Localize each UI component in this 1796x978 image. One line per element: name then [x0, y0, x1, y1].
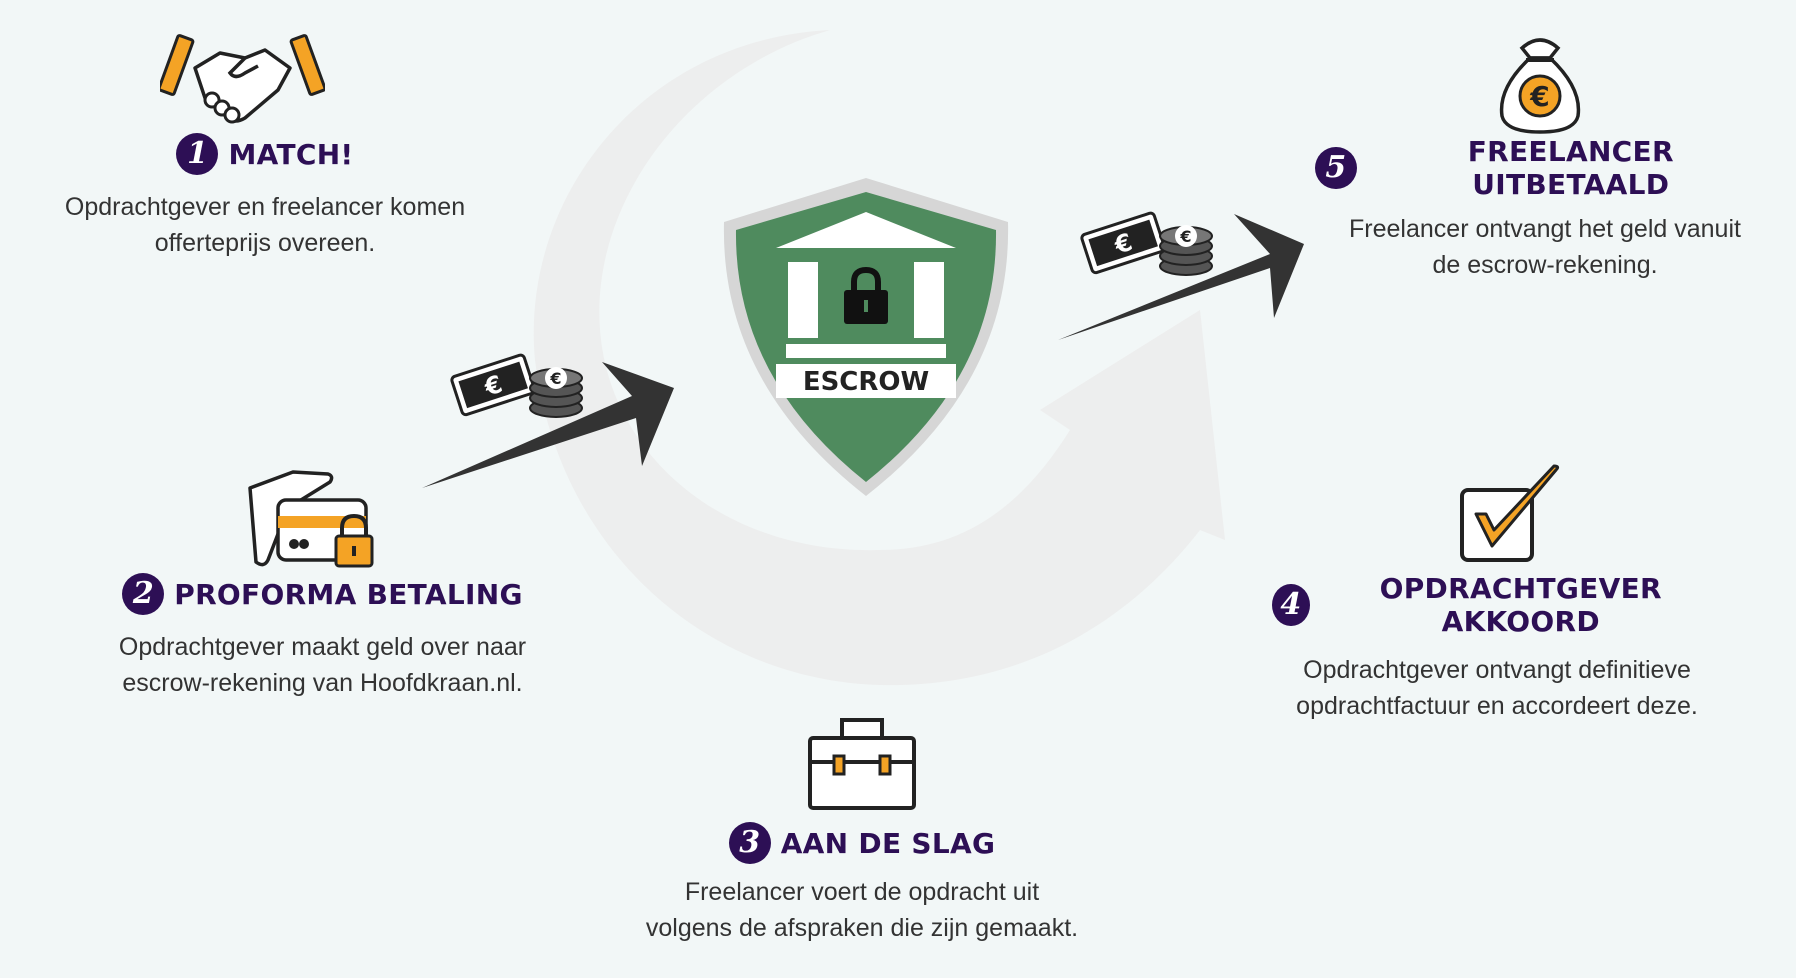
step-match: 1 MATCH! Opdrachtgever en freelancer kom… [40, 133, 490, 261]
step-description: Freelancer voert de opdracht uit volgens… [645, 878, 1079, 942]
step-title: AAN DE SLAG [780, 826, 996, 860]
step-title: OPDRACHTGEVER AKKOORD [1379, 572, 1662, 638]
step-freelancer-uitbetaald: 5 FREELANCER UITBETAALD Freelancer ontva… [1315, 135, 1775, 283]
step-number-badge: 4 [1272, 584, 1310, 626]
cash-and-coins-icon: € € [1080, 211, 1213, 276]
euro-symbol: € [1529, 80, 1549, 113]
euro-symbol: € [549, 369, 561, 388]
briefcase-icon [808, 718, 916, 810]
checkbox-check-icon [1460, 464, 1560, 562]
step-number-badge: 3 [728, 822, 771, 864]
step-aan-de-slag: 3 AAN DE SLAG Freelancer voert de opdrac… [620, 822, 1104, 946]
escrow-label: ESCROW [803, 367, 929, 397]
step-title: MATCH! [228, 137, 354, 171]
step-title: FREELANCER UITBETAALD [1467, 135, 1674, 201]
cash-and-coins-icon: € € [450, 353, 583, 418]
step-description: Freelancer ontvangt het geld vanuit de e… [1349, 215, 1741, 279]
step-description: Opdrachtgever en freelancer komen offert… [64, 193, 466, 257]
step-number-badge: 5 [1315, 147, 1357, 189]
euro-symbol: € [1179, 227, 1191, 246]
money-bag-icon: € [1499, 38, 1581, 134]
step-number-badge: 2 [122, 573, 165, 615]
handshake-icon [160, 34, 325, 124]
step-description: Opdrachtgever maakt geld over naar escro… [118, 633, 527, 697]
escrow-bank-shield-icon: ESCROW [723, 178, 1009, 496]
step-number-badge: 1 [176, 133, 219, 175]
step-description: Opdrachtgever ontvangt definitieve opdra… [1296, 656, 1698, 720]
step-title: PROFORMA BETALING [174, 577, 523, 611]
step-proforma-betaling: 2 PROFORMA BETALING Opdrachtgever maakt … [100, 573, 545, 701]
credit-card-lock-icon [248, 470, 374, 568]
step-opdrachtgever-akkoord: 4 OPDRACHTGEVER AKKOORD Opdrachtgever on… [1272, 572, 1722, 724]
